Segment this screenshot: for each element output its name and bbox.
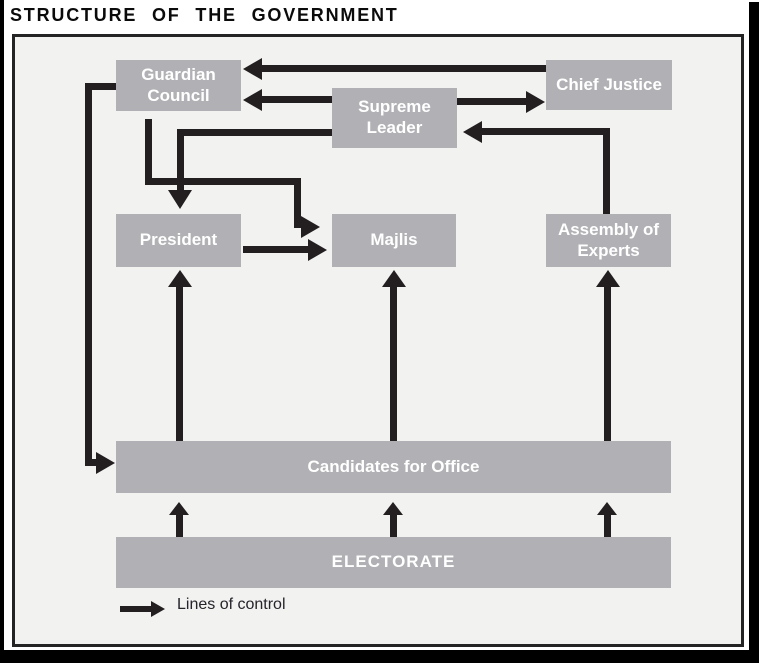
legend-arrow-shaft [120, 606, 152, 612]
edge-supreme-leader-to-president-arrowhead-icon [168, 190, 192, 209]
edge-candidates-to-assembly-arrowhead-icon [596, 270, 620, 287]
node-guardian-council: Guardian Council [116, 60, 241, 111]
edge-candidates-to-majlis-arrowhead-icon [382, 270, 406, 287]
node-electorate: ELECTORATE [116, 537, 671, 588]
diagram-panel: Guardian Council Chief Justice Supreme L… [12, 34, 744, 647]
page-title: STRUCTURE OF THE GOVERNMENT [10, 5, 399, 25]
edge-supreme-leader-to-guardian-council-shaft [258, 96, 332, 103]
edge-supreme-leader-to-guardian-council-arrowhead-icon [243, 89, 262, 111]
node-president: President [116, 214, 241, 267]
left-edge-bar [0, 0, 4, 663]
edge-guardian-council-to-majlis-vertical-2 [294, 178, 301, 228]
edge-guardian-council-to-candidates-horizontal-top [85, 83, 116, 90]
edge-candidates-to-assembly-shaft [604, 287, 611, 441]
edge-electorate-to-candidates-center-shaft [390, 515, 397, 537]
bottom-edge-bar [0, 650, 759, 663]
edge-supreme-leader-to-chief-justice-shaft [457, 98, 527, 105]
edge-electorate-to-candidates-right-arrowhead-icon [597, 502, 617, 515]
edge-president-to-majlis-shaft [243, 246, 308, 253]
node-majlis: Majlis [332, 214, 456, 267]
node-chief-justice: Chief Justice [546, 60, 672, 110]
edge-electorate-to-candidates-left-shaft [176, 515, 183, 537]
edge-candidates-to-majlis-shaft [390, 287, 397, 441]
edge-supreme-leader-to-chief-justice-arrowhead-icon [526, 91, 545, 113]
node-candidates-for-office: Candidates for Office [116, 441, 671, 493]
node-supreme-leader: Supreme Leader [332, 88, 457, 148]
node-assembly-of-experts: Assembly of Experts [546, 214, 671, 267]
edge-guardian-council-to-candidates-vertical [85, 83, 92, 466]
edge-assembly-to-supreme-leader-arrowhead-icon [463, 121, 482, 143]
legend-label: Lines of control [177, 596, 286, 613]
edge-assembly-to-supreme-leader-horizontal [480, 128, 610, 135]
edge-guardian-council-to-candidates-horizontal-bottom [85, 459, 99, 466]
edge-assembly-to-supreme-leader-vertical [603, 131, 610, 214]
edge-supreme-leader-to-president-horizontal [177, 129, 332, 136]
edge-guardian-council-to-majlis-vertical-1 [145, 119, 152, 185]
edge-guardian-council-to-majlis-horizontal [145, 178, 301, 185]
right-edge-bar [749, 2, 759, 663]
edge-candidates-to-president-shaft [176, 287, 183, 441]
edge-candidates-to-president-arrowhead-icon [168, 270, 192, 287]
edge-electorate-to-candidates-center-arrowhead-icon [383, 502, 403, 515]
edge-guardian-council-to-majlis-arrowhead-icon [301, 216, 320, 238]
edge-chief-justice-to-guardian-council-shaft [258, 65, 546, 72]
legend-arrow-icon [151, 601, 165, 617]
edge-president-to-majlis-arrowhead-icon [308, 239, 327, 261]
edge-electorate-to-candidates-right-shaft [604, 515, 611, 537]
edge-electorate-to-candidates-left-arrowhead-icon [169, 502, 189, 515]
edge-chief-justice-to-guardian-council-arrowhead-icon [243, 58, 262, 80]
edge-guardian-council-to-candidates-arrowhead-icon [96, 452, 115, 474]
edge-supreme-leader-to-president-vertical [177, 129, 184, 190]
